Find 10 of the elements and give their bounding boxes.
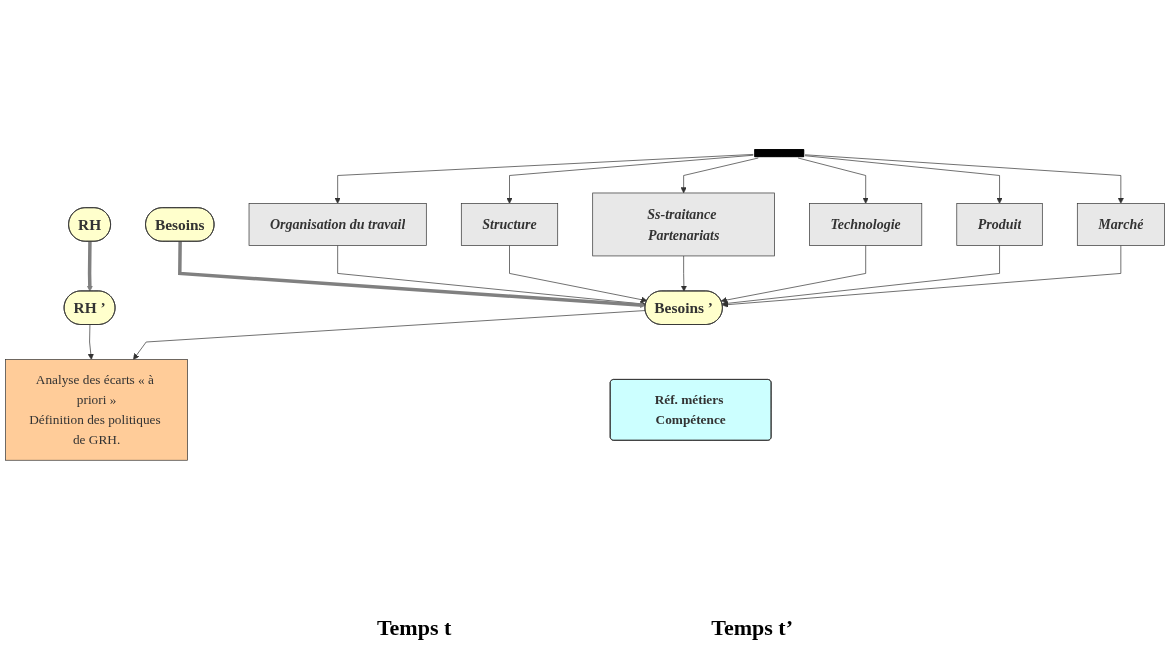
node-box: Ss-traitance Partenariats xyxy=(592,192,775,257)
node-box: Marché xyxy=(1076,203,1165,246)
node-box: Technologie xyxy=(809,203,923,246)
arrow xyxy=(86,241,93,292)
node-box: Analyse des écarts « à priori » Définition des politiques de GRH. xyxy=(5,359,188,461)
time-label: Temps t xyxy=(376,615,452,641)
node-box: Structure xyxy=(460,203,559,246)
node-box: Organisation du travail xyxy=(248,203,427,246)
node-box: Produit xyxy=(956,203,1043,246)
time-label: Temps t’ xyxy=(711,615,794,641)
